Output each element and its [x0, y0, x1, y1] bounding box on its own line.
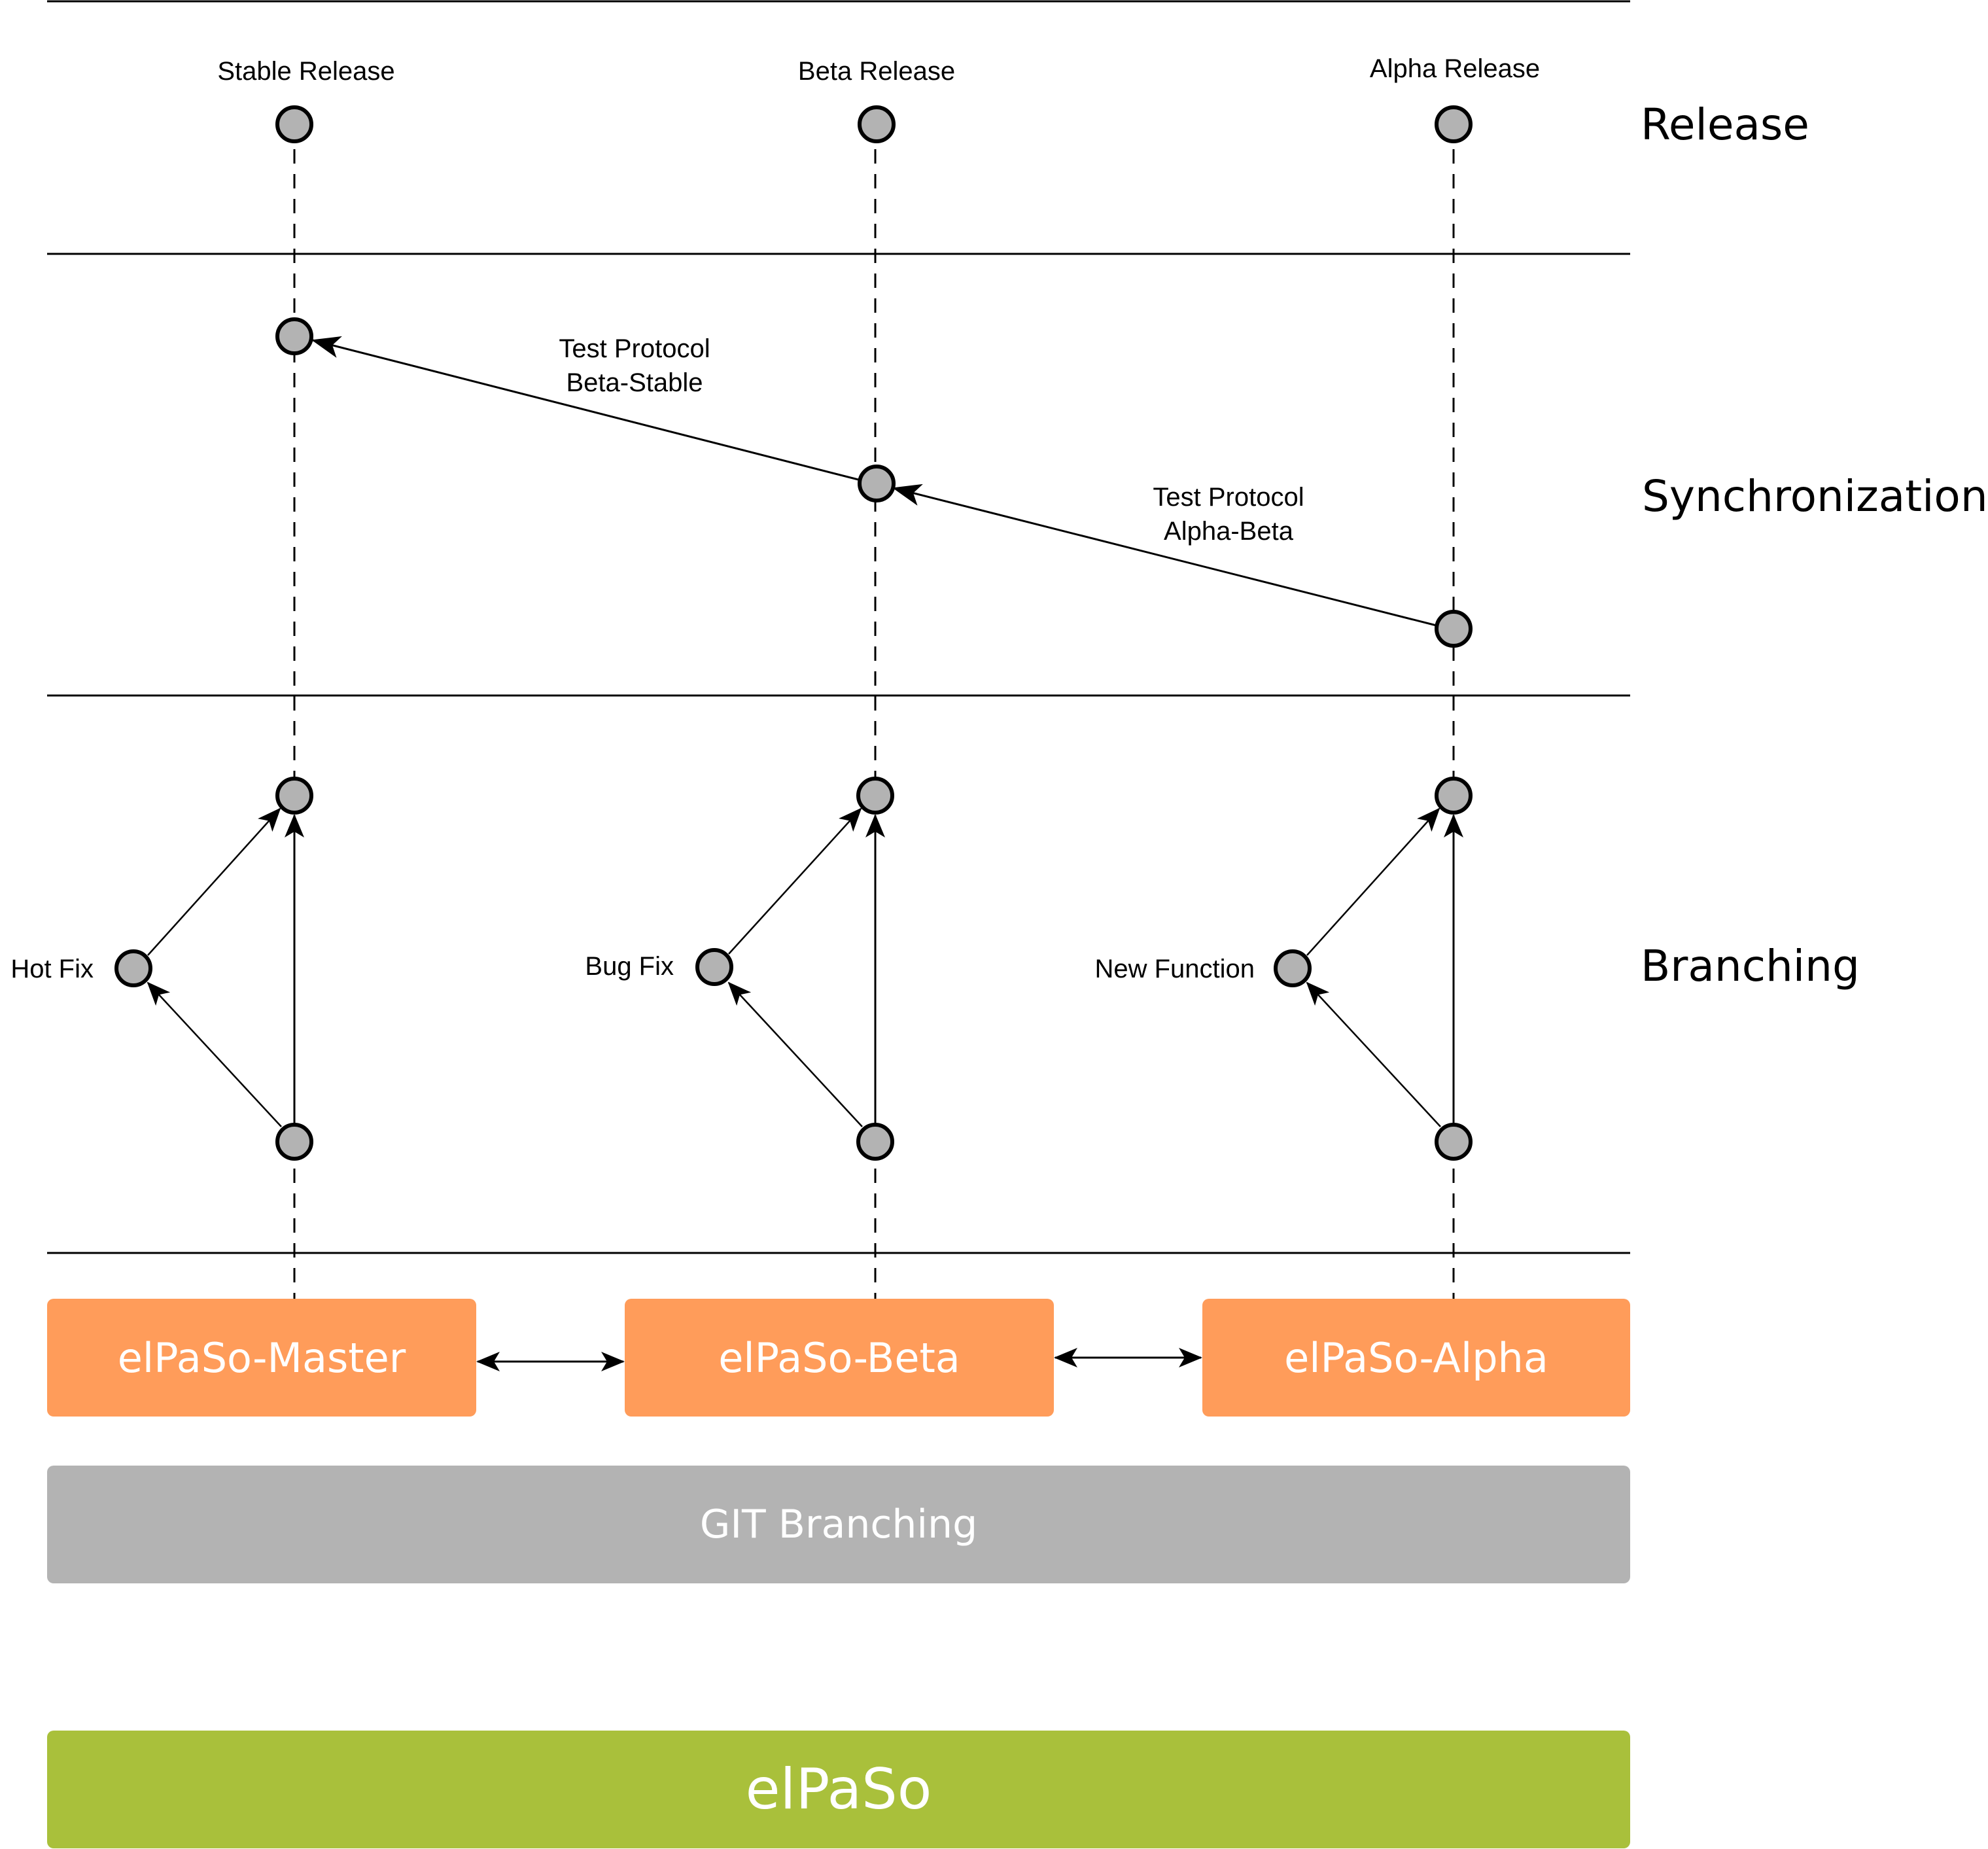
branch-arrow-newfunction-to-alpha — [1306, 807, 1440, 956]
lane-title-synchronization: Synchronization — [1642, 471, 1988, 521]
sync-arrow-beta-stable — [311, 336, 859, 481]
node-beta-base — [856, 1123, 894, 1161]
label-beta-stable-line1: Test Protocol — [559, 334, 710, 363]
label-beta-stable-line2: Beta-Stable — [566, 368, 703, 397]
label-bug-fix: Bug Fix — [585, 952, 674, 981]
node-beta-release — [858, 105, 896, 143]
node-hot-fix — [114, 949, 152, 987]
lane-title-branching: Branching — [1641, 941, 1860, 991]
node-sync-alpha — [1435, 610, 1473, 648]
node-sync-stable — [275, 317, 313, 355]
node-master-merge — [275, 777, 313, 815]
branch-arrow-hotfix-to-master — [147, 807, 281, 956]
node-bug-fix — [695, 948, 733, 986]
branch-arrow-alpha-to-newfunction — [1306, 981, 1441, 1127]
node-alpha-merge — [1435, 777, 1473, 815]
label-alpha-beta-line1: Test Protocol — [1153, 483, 1304, 512]
label-alpha-release: Alpha Release — [1370, 54, 1540, 83]
label-beta-release: Beta Release — [798, 57, 955, 86]
node-beta-merge — [856, 777, 894, 815]
branch-arrow-bugfix-to-beta — [728, 807, 862, 955]
branch-arrow-beta-to-bugfix — [727, 981, 863, 1127]
box-elpaso-master: elPaSo-Master — [47, 1299, 476, 1417]
node-stable-release — [275, 105, 313, 143]
label-new-function: New Function — [1094, 955, 1255, 983]
label-hot-fix: Hot Fix — [10, 955, 94, 983]
lane-title-release: Release — [1641, 99, 1809, 150]
sync-arrow-alpha-beta — [892, 484, 1437, 627]
node-alpha-release — [1435, 105, 1473, 143]
label-alpha-beta-line2: Alpha-Beta — [1164, 517, 1294, 546]
box-git-branching: GIT Branching — [47, 1466, 1630, 1583]
node-sync-beta — [858, 465, 896, 502]
label-stable-release: Stable Release — [217, 57, 394, 86]
box-elpaso: elPaSo — [47, 1731, 1630, 1848]
box-elpaso-beta: elPaSo-Beta — [625, 1299, 1054, 1417]
nodes — [114, 105, 1473, 1161]
node-alpha-base — [1435, 1123, 1473, 1161]
box-elpaso-alpha: elPaSo-Alpha — [1202, 1299, 1630, 1417]
node-master-base — [275, 1123, 313, 1161]
branch-arrow-master-to-hotfix — [147, 981, 282, 1127]
node-new-function — [1274, 949, 1312, 987]
